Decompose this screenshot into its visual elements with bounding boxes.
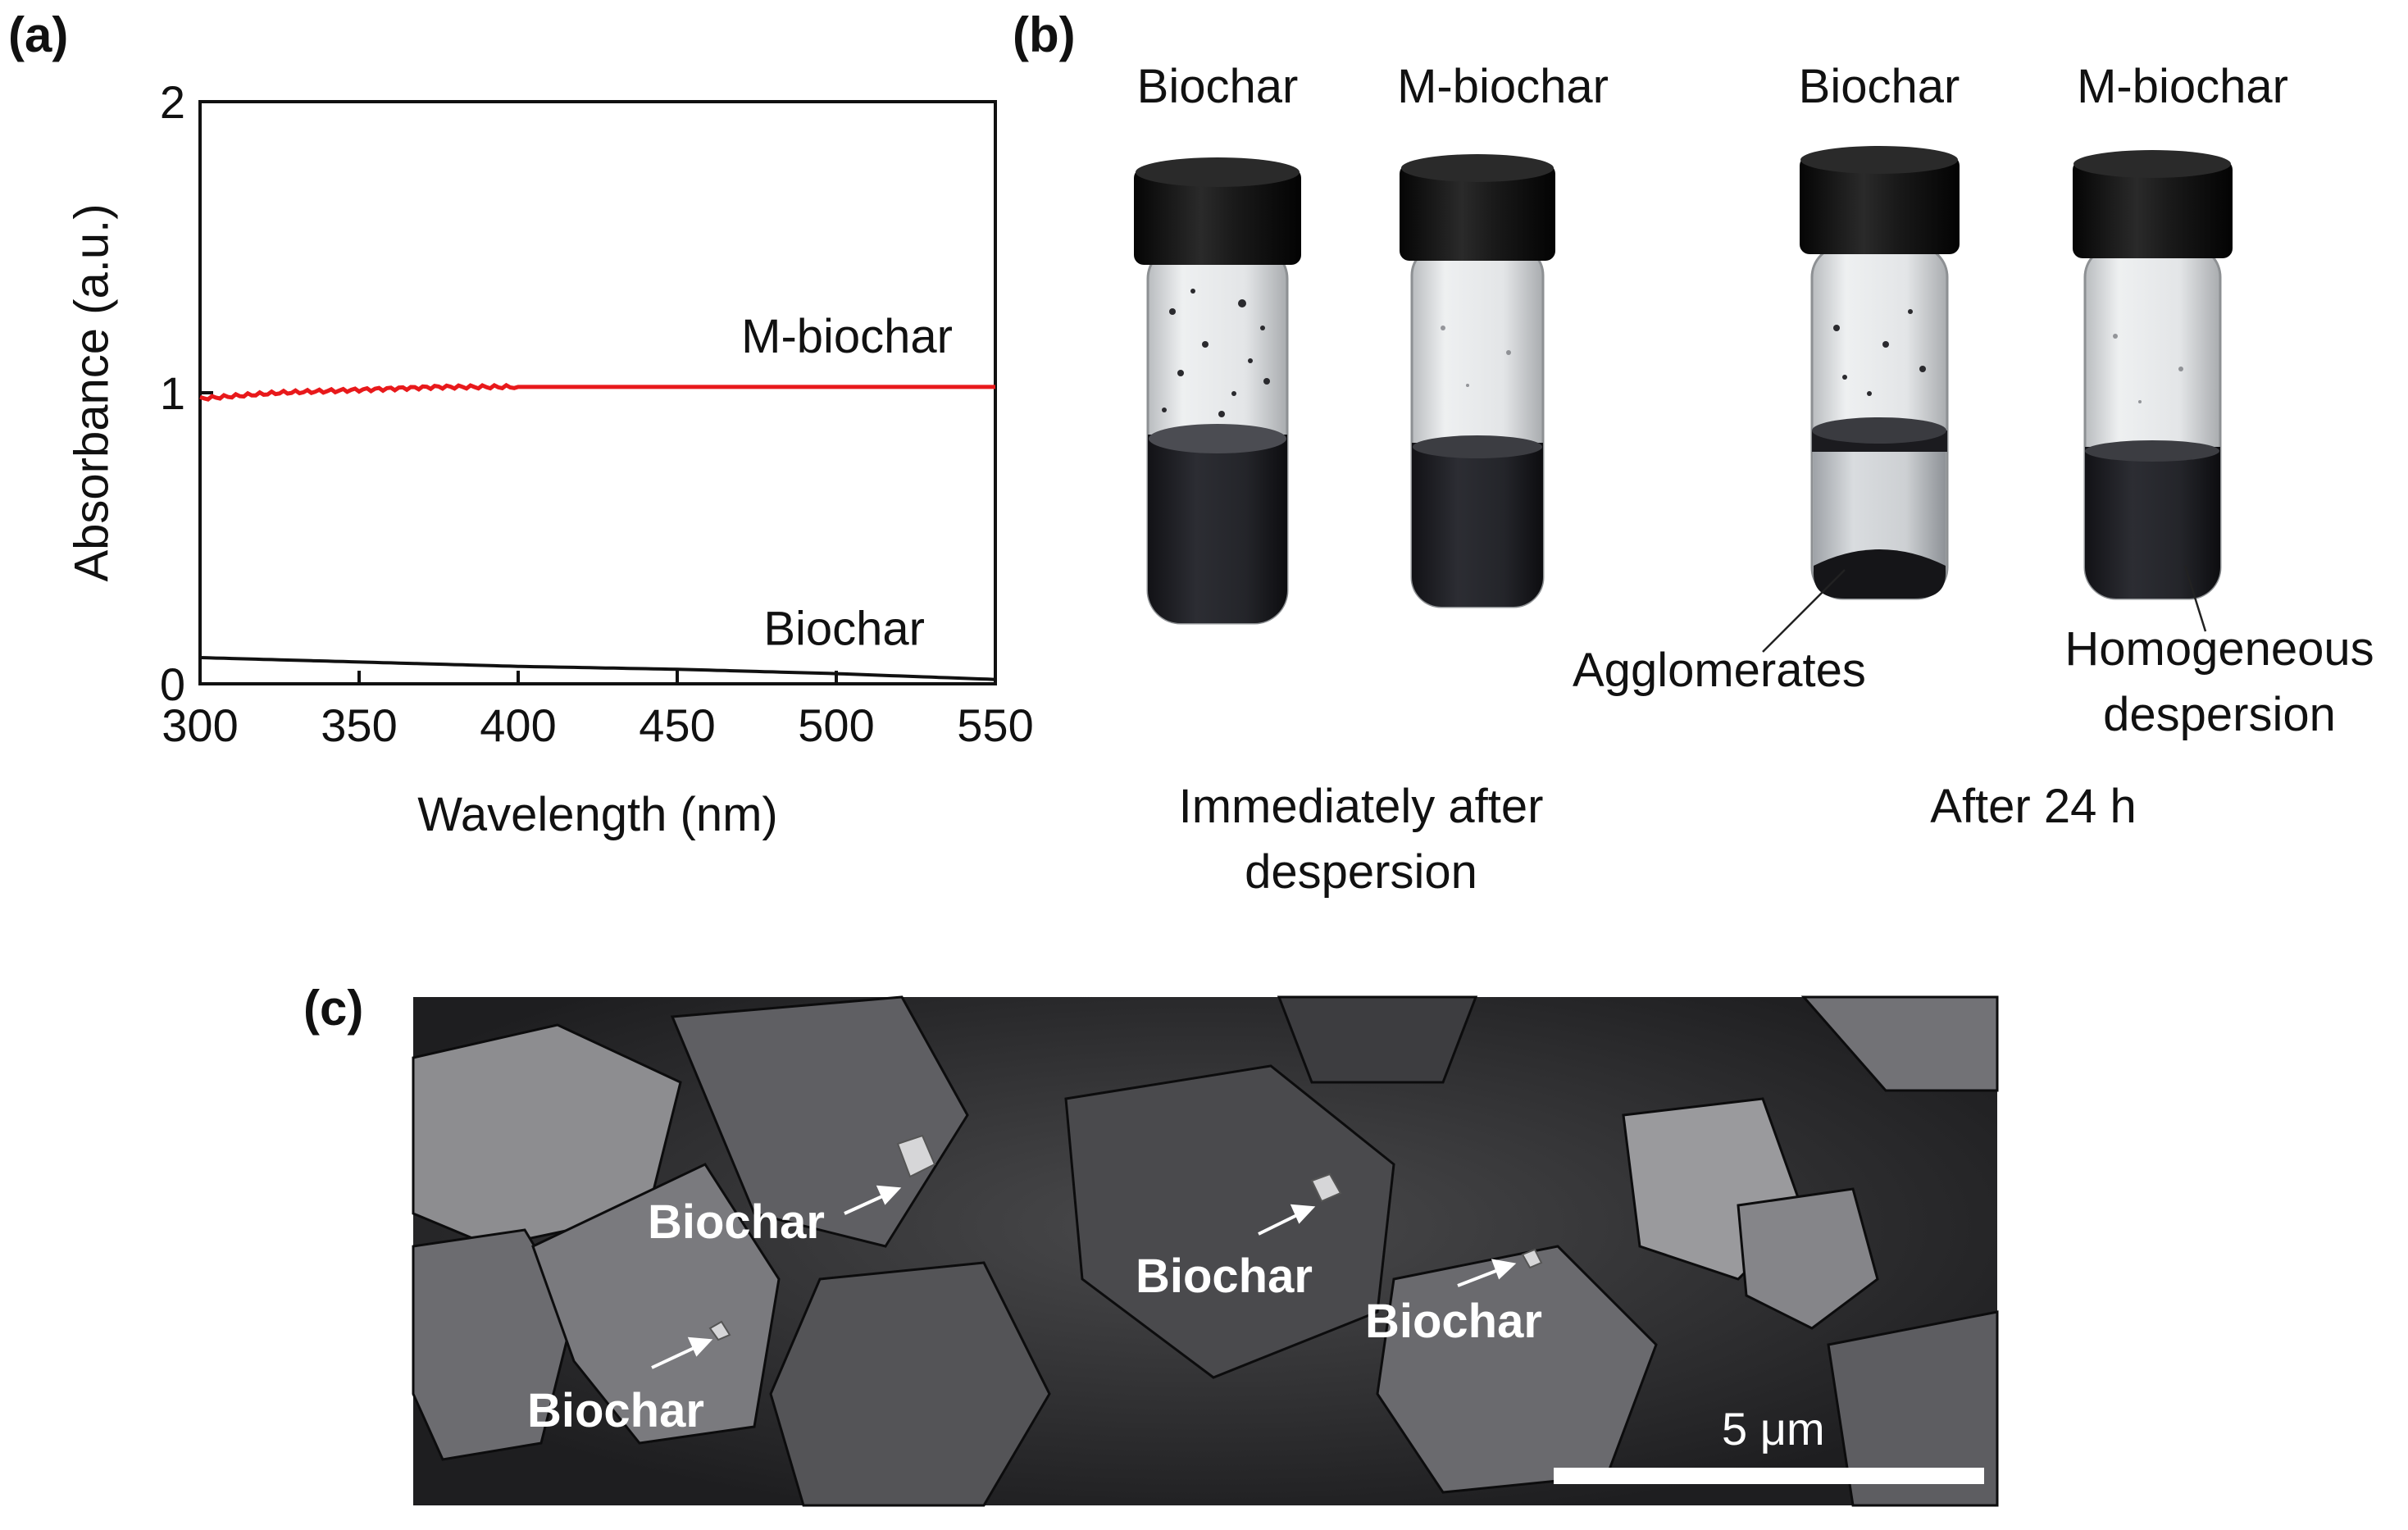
sem-label-1: Biochar [648, 1195, 825, 1249]
x-tick-label: 300 [162, 699, 238, 751]
panel-label-b: (b) [1013, 7, 1076, 62]
y-tick-label: 2 [160, 76, 185, 128]
vial-label-4: M-biochar [2077, 60, 2288, 113]
homogeneous-label-line1: Homogeneous [2064, 622, 2374, 676]
panel-label-a: (a) [8, 7, 69, 62]
sem-label-4: Biochar [527, 1384, 704, 1437]
y-axis-ticks: 0 1 2 [160, 76, 213, 710]
sem-image [412, 995, 1999, 1507]
group-label-immediate-line2: despersion [1245, 845, 1477, 899]
x-tick-label: 550 [957, 699, 1033, 751]
sem-label-2: Biochar [1136, 1250, 1313, 1303]
vial-label-2: M-biochar [1397, 60, 1609, 113]
agglomerates-label: Agglomerates [1573, 644, 1866, 697]
x-tick-label: 350 [321, 699, 397, 751]
vials-photo [1134, 146, 2233, 653]
plot-frame [198, 100, 997, 685]
series-label-biochar: Biochar [763, 602, 925, 655]
panel-label-c: (c) [303, 981, 364, 1036]
group-label-after: After 24 h [1930, 780, 2137, 833]
vial-m-biochar-24h [2073, 150, 2233, 600]
agglomerates-leader [1762, 569, 1846, 653]
sem-label-3: Biochar [1365, 1295, 1542, 1348]
scale-bar-label: 5 μm [1722, 1403, 1825, 1455]
sem-arrows [651, 1185, 1517, 1369]
y-axis-label: Absorbance (a.u.) [65, 203, 119, 582]
x-tick-label: 400 [480, 699, 556, 751]
vial-label-3: Biochar [1798, 60, 1960, 113]
scale-bar [1554, 1468, 1984, 1484]
series-line-m-biochar [199, 382, 995, 402]
y-tick-label: 0 [160, 658, 185, 710]
y-tick-label: 1 [160, 367, 185, 419]
homogeneous-label-line2: despersion [2103, 688, 2336, 741]
vial-biochar-24h [1800, 146, 1960, 600]
series-label-m-biochar: M-biochar [741, 310, 953, 363]
series-line-biochar [199, 656, 996, 681]
homogeneous-leader [2183, 565, 2207, 632]
x-axis-label: Wavelength (nm) [417, 788, 778, 841]
x-tick-label: 450 [639, 699, 715, 751]
group-label-immediate-line1: Immediately after [1178, 780, 1544, 833]
x-tick-label: 500 [798, 699, 874, 751]
vial-m-biochar-immediate [1400, 154, 1555, 608]
vial-label-1: Biochar [1136, 60, 1299, 113]
vial-biochar-immediate [1134, 157, 1301, 625]
